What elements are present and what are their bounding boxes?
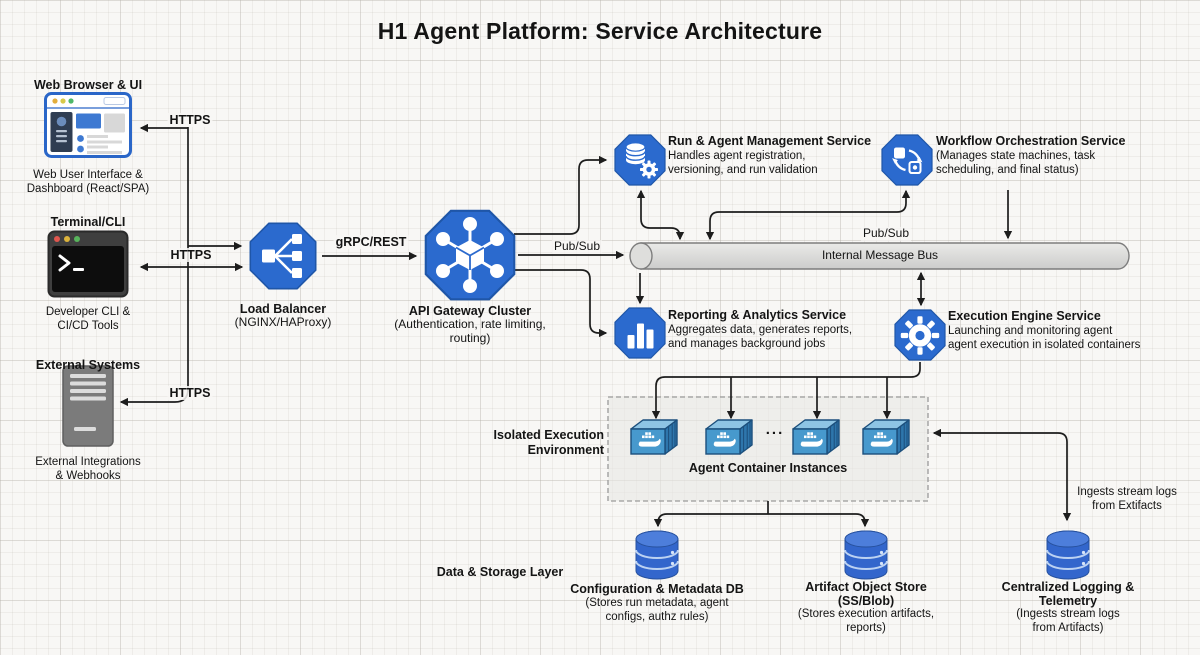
api-gateway-subtitle-line1: (Authentication, rate limiting, [394, 317, 546, 331]
execution-desc-line2: agent execution in isolated containers [948, 339, 1141, 351]
connector-lines [119, 123, 1072, 528]
external-caption-line2: & Webhooks [55, 470, 121, 482]
edge-runagent-bus [636, 189, 685, 241]
terminal-title: Terminal/CLI [50, 215, 126, 229]
edge-execution-container1 [651, 362, 921, 420]
load-balancer-title: Load Balancer [239, 302, 327, 316]
page-title: H1 Agent Platform: Service Architecture [377, 18, 823, 44]
edge-label-https-browser: HTTPS [167, 113, 213, 128]
terminal-caption-line2: CI/CD Tools [57, 320, 119, 332]
agent-container-icon [862, 419, 910, 455]
browser-caption-line1: Web User Interface & [33, 169, 143, 181]
ingest-label-line1: Ingests stream logs [1077, 486, 1177, 498]
logging-desc-line2: from Artifacts) [1032, 622, 1104, 634]
workflow-service-icon [881, 134, 933, 186]
workflow-desc-line2: scheduling, and final status) [936, 164, 1079, 176]
load-balancer-icon [249, 222, 317, 290]
execution-service-icon [894, 309, 946, 361]
web-browser-icon [44, 92, 132, 158]
terminal-icon [47, 230, 129, 298]
edge-env-artifactstore [768, 513, 870, 528]
isolated-env-label-line2: Environment [527, 443, 604, 457]
browser-title: Web Browser & UI [33, 78, 143, 92]
isolated-env-label-line1: Isolated Execution [493, 428, 604, 442]
internal-message-bus [629, 242, 1130, 270]
api-gateway-subtitle-line2: routing) [449, 331, 491, 345]
agent-container-icon [792, 419, 840, 455]
logging-desc-line1: (Ingests stream logs [1016, 608, 1120, 620]
edge-label-grpc-rest: gRPC/REST [333, 235, 409, 250]
edge-gateway-runagent [514, 155, 608, 235]
reporting-desc-line2: and manages background jobs [668, 338, 826, 350]
config-db-desc-line1: (Stores run metadata, agent [585, 597, 729, 609]
api-gateway-icon [424, 209, 516, 301]
edge-label-pubsub-bus: Pub/Sub [860, 226, 912, 241]
api-gateway-title: API Gateway Cluster [408, 304, 532, 318]
reporting-title: Reporting & Analytics Service [668, 308, 847, 322]
run-agent-desc-line2: versioning, and run validation [668, 164, 818, 176]
load-balancer-subtitle: (NGINX/HAProxy) [234, 315, 332, 329]
artifact-store-title-line1: Artifact Object Store [805, 580, 927, 594]
edge-label-pubsub-gateway: Pub/Sub [551, 239, 603, 254]
run-agent-desc-line1: Handles agent registration, [668, 150, 806, 162]
external-title: External Systems [35, 358, 141, 372]
agent-container-icon [630, 419, 678, 455]
execution-desc-line1: Launching and monitoring agent [948, 325, 1113, 337]
workflow-title: Workflow Orchestration Service [936, 134, 1126, 148]
config-db-icon [635, 530, 679, 580]
external-caption-line1: External Integrations [35, 456, 141, 468]
containers-label: Agent Container Instances [688, 461, 848, 475]
browser-caption-line2: Dashboard (React/SPA) [26, 183, 150, 195]
terminal-caption-line1: Developer CLI & [45, 306, 131, 318]
logging-title-line1: Centralized Logging & [1001, 580, 1135, 594]
edge-containers-logging [932, 428, 1072, 522]
reporting-service-icon [614, 307, 666, 359]
containers-ellipsis: ... [765, 421, 785, 438]
execution-title: Execution Engine Service [948, 309, 1101, 323]
config-db-desc-line2: configs, authz rules) [605, 611, 709, 623]
reporting-desc-line1: Aggregates data, generates reports, [668, 324, 853, 336]
message-bus-label: Internal Message Bus [821, 248, 939, 262]
config-db-title: Configuration & Metadata DB [570, 582, 744, 596]
artifact-store-desc-line1: (Stores execution artifacts, [797, 608, 935, 620]
artifact-store-desc-line2: reports) [846, 622, 886, 634]
agent-container-icon [705, 419, 753, 455]
artifact-store-icon [844, 530, 888, 580]
workflow-desc-line1: (Manages state machines, task [936, 150, 1096, 162]
edge-bus-workflow [705, 189, 911, 241]
logging-title-line2: Telemetry [1038, 594, 1098, 608]
prompt-icon [58, 254, 71, 272]
artifact-store-title-line2: (SS/Blob) [837, 594, 895, 608]
edge-label-https-external: HTTPS [167, 386, 213, 401]
run-agent-service-icon [614, 134, 666, 186]
ingest-label-line2: from Extifacts [1092, 500, 1162, 512]
run-agent-title: Run & Agent Management Service [668, 134, 872, 148]
logging-db-icon [1046, 530, 1090, 580]
data-storage-layer-label: Data & Storage Layer [436, 565, 564, 579]
edge-env-configdb [653, 513, 768, 528]
edge-label-https-terminal: HTTPS [168, 248, 214, 263]
server-icon [62, 365, 114, 447]
edge-gateway-reporting [514, 269, 608, 338]
